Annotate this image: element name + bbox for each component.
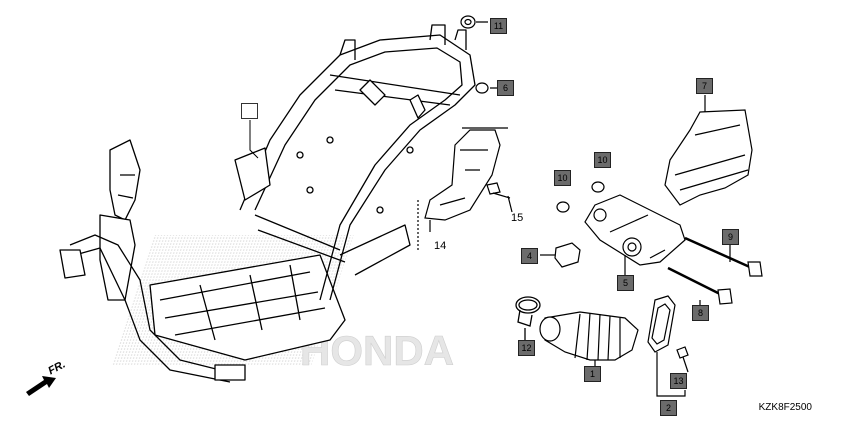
callout-13: 13	[670, 373, 687, 389]
callout-5: 5	[617, 275, 634, 291]
callout-4: 4	[521, 248, 538, 264]
blank-leader	[249, 120, 259, 159]
frame-body	[59, 24, 476, 383]
callout-10-right: 10	[594, 152, 611, 168]
callout-10-left: 10	[554, 170, 571, 186]
callout-12: 12	[518, 340, 535, 356]
bolts-9-8	[667, 236, 763, 310]
callout-8: 8	[692, 305, 709, 321]
part-14-bracket	[417, 127, 508, 250]
part-4-rubber	[540, 242, 581, 268]
part-7-plate	[664, 95, 753, 206]
watermark-text: HONDA	[300, 327, 454, 374]
screw-13	[676, 346, 689, 373]
callout-6: 6	[497, 80, 514, 96]
label-14: 14	[434, 240, 447, 252]
diagram-code: KZK8F2500	[758, 402, 812, 413]
callout-2: 2	[660, 400, 677, 416]
callout-blank	[241, 103, 258, 119]
callout-9: 9	[722, 229, 739, 245]
part-12-band	[515, 296, 541, 340]
bolt-15	[486, 182, 513, 213]
part-2-seal	[647, 295, 686, 397]
callout-7: 7	[696, 78, 713, 94]
washers	[460, 15, 605, 213]
callout-11: 11	[490, 18, 507, 34]
fr-arrow	[26, 376, 56, 396]
callout-1: 1	[584, 366, 601, 382]
part-5-engine-hanger	[584, 194, 686, 280]
label-15: 15	[511, 212, 524, 224]
part-1-tube	[539, 311, 639, 372]
